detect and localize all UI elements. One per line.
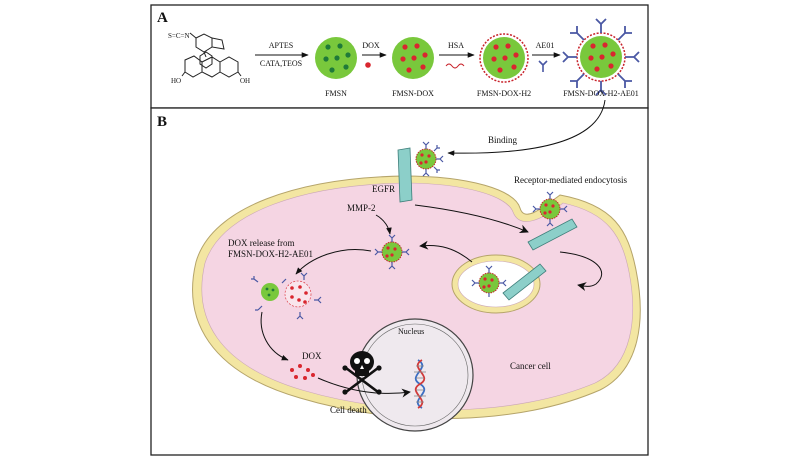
hydroxyl-left-label: HO — [171, 77, 181, 85]
panel-b-letter: B — [157, 114, 167, 130]
binding-arrow — [447, 99, 606, 156]
fmsn-dox-particle — [392, 37, 434, 79]
fitc-molecule — [181, 32, 242, 78]
internalizing-receptor — [527, 218, 578, 251]
released-antibodies — [251, 272, 322, 320]
dox-to-dna-arrow — [317, 377, 411, 398]
cytoplasm-particle — [374, 234, 410, 270]
nucleus-label: Nucleus — [398, 327, 424, 336]
released-fmsn-core — [261, 283, 279, 301]
reagent-cata-teos: CATA,TEOS — [260, 59, 302, 68]
dna-helix-icon — [414, 359, 426, 409]
egfr-to-endocytosis-arrow — [414, 204, 529, 233]
endosome-to-release-arrow — [419, 240, 473, 263]
product-fmsn-dox-h2: FMSN-DOX-H2 — [477, 89, 531, 98]
fmsn-particle — [315, 37, 357, 79]
reagent-dox: DOX — [362, 41, 380, 50]
hydroxyl-right-label: OH — [240, 77, 250, 85]
dox-label: DOX — [302, 351, 322, 361]
mmp2-arrow — [375, 214, 392, 235]
fmsn-dox-h2-ae01-particle — [562, 18, 640, 96]
dox-molecule-icon — [365, 62, 371, 68]
reagent-hsa: HSA — [448, 41, 464, 50]
to-release-arrow — [295, 249, 372, 275]
release-label-line2: FMSN-DOX-H2-AE01 — [228, 249, 313, 259]
skull-crossbones-icon — [342, 351, 382, 395]
cell-death-label: Cell death — [330, 405, 367, 415]
reagent-aptes: APTES — [269, 41, 293, 50]
to-dox-arrow — [260, 311, 289, 361]
endocytosis-label: Receptor-mediated endocytosis — [514, 175, 628, 185]
product-fmsn: FMSN — [325, 89, 347, 98]
release-label-line1: DOX release from — [228, 238, 294, 248]
hsa-strand-icon — [445, 63, 465, 69]
endosome-particle — [471, 265, 507, 297]
endosome-receptor — [502, 263, 547, 301]
egfr-label: EGFR — [372, 184, 395, 194]
isothiocyanate-label: S=C=N — [168, 32, 190, 40]
product-fmsn-dox-h2-ae01: FMSN-DOX-H2-AE01 — [563, 89, 639, 98]
cell-cytoplasm — [201, 182, 633, 411]
released-dox-cluster — [284, 280, 312, 308]
product-fmsn-dox: FMSN-DOX — [392, 89, 434, 98]
bound-particle — [415, 141, 444, 177]
panel-a-letter: A — [157, 10, 168, 26]
entering-particle — [532, 191, 568, 227]
mmp2-label: MMP-2 — [347, 203, 376, 213]
egfr-receptor — [397, 147, 413, 203]
endocytosis-loop-arrow — [559, 251, 602, 292]
antibody-icon — [538, 60, 548, 72]
binding-label: Binding — [488, 135, 518, 145]
cancer-cell-label: Cancer cell — [510, 361, 551, 371]
reagent-ae01: AE01 — [536, 41, 555, 50]
free-dox-dots — [290, 364, 315, 380]
fmsn-dox-h2-particle — [479, 33, 529, 83]
